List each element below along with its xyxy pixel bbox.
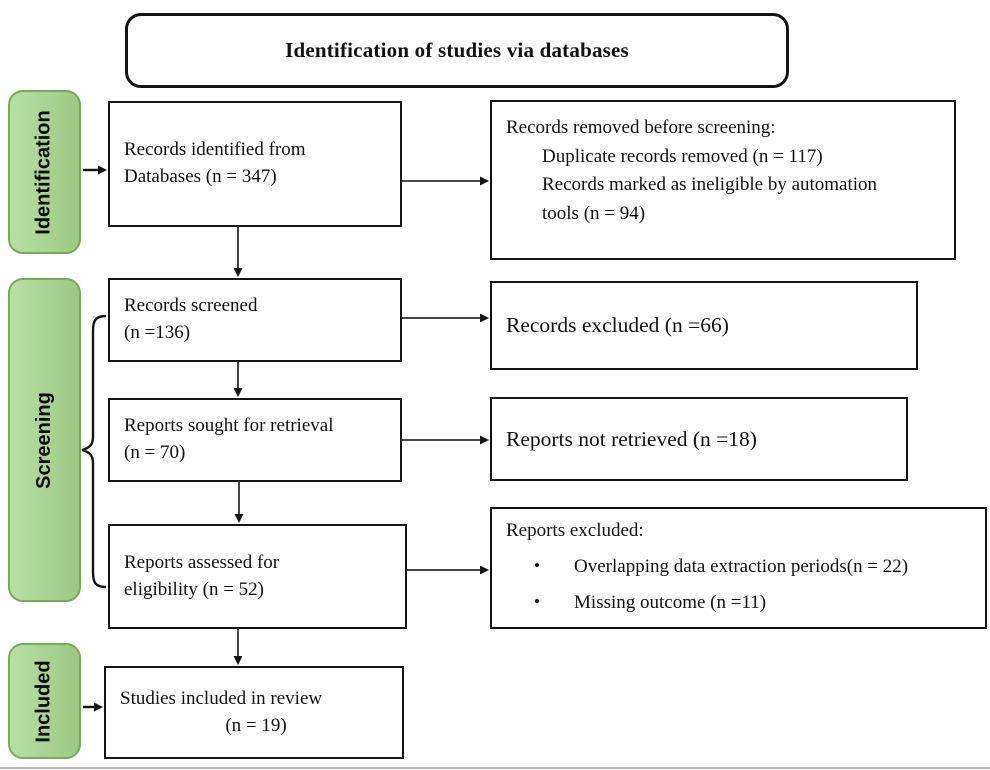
- studies-included-line2: (n = 19): [225, 714, 287, 736]
- records-excluded-text: Records excluded (n =66): [506, 313, 729, 338]
- reports-excluded-heading: Reports excluded:: [506, 520, 644, 541]
- bottom-divider: [0, 767, 990, 769]
- stage-identification-text: Identification: [33, 109, 56, 235]
- reports-sought-line2: (n = 70): [124, 442, 186, 463]
- stage-included-text: Included: [33, 659, 56, 743]
- box-reports-excluded: Reports excluded: • Overlapping data ext…: [490, 507, 987, 629]
- diagram-title: Identification of studies via databases: [285, 38, 629, 62]
- diagram-title-box: Identification of studies via databases: [125, 13, 789, 88]
- screening-stage-brace: [81, 314, 107, 589]
- reports-excluded-bullet1: • Overlapping data extraction periods(n …: [506, 554, 975, 581]
- reports-not-retrieved-text: Reports not retrieved (n =18): [506, 426, 757, 451]
- records-identified-line1: Records identified from: [124, 139, 306, 161]
- box-records-excluded: Records excluded (n =66): [490, 281, 918, 370]
- box-reports-not-retrieved: Reports not retrieved (n =18): [490, 397, 908, 481]
- studies-included-line1: Studies included in review: [120, 687, 323, 709]
- reports-assessed-line2: eligibility (n = 52): [124, 578, 265, 600]
- records-removed-item2: Records marked as ineligible by automati…: [542, 174, 878, 195]
- stage-screening-text: Screening: [33, 391, 56, 489]
- bullet-icon: •: [534, 555, 540, 575]
- reports-excluded-bullet2: • Missing outcome (n =11): [506, 590, 975, 617]
- reports-excluded-bullet2-text: Missing outcome (n =11): [574, 591, 767, 613]
- box-records-screened: Records screened (n =136): [108, 278, 402, 362]
- records-removed-item1: Duplicate records removed (n = 117): [542, 145, 823, 167]
- records-removed-heading: Records removed before screening:: [506, 117, 776, 138]
- records-screened-line2: (n =136): [124, 322, 191, 343]
- records-screened-line1: Records screened: [124, 295, 258, 317]
- stage-label-screening: Screening: [8, 278, 81, 602]
- records-removed-item2-cont: tools (n = 94): [542, 202, 646, 224]
- box-records-removed-before-screening: Records removed before screening: Duplic…: [490, 100, 956, 260]
- reports-assessed-line1: Reports assessed for: [124, 551, 280, 573]
- records-identified-line2: Databases (n = 347): [124, 166, 277, 187]
- box-reports-sought-for-retrieval: Reports sought for retrieval (n = 70): [108, 398, 402, 482]
- reports-sought-line1: Reports sought for retrieval: [124, 415, 334, 437]
- reports-excluded-bullet1-text: Overlapping data extraction periods(n = …: [574, 555, 909, 577]
- bullet-icon: •: [534, 591, 540, 611]
- stage-label-included: Included: [8, 643, 81, 759]
- box-studies-included-in-review: Studies included in review (n = 19): [104, 666, 404, 759]
- box-records-identified: Records identified from Databases (n = 3…: [108, 101, 402, 227]
- box-reports-assessed-for-eligibility: Reports assessed for eligibility (n = 52…: [108, 524, 407, 629]
- stage-label-identification: Identification: [8, 90, 81, 254]
